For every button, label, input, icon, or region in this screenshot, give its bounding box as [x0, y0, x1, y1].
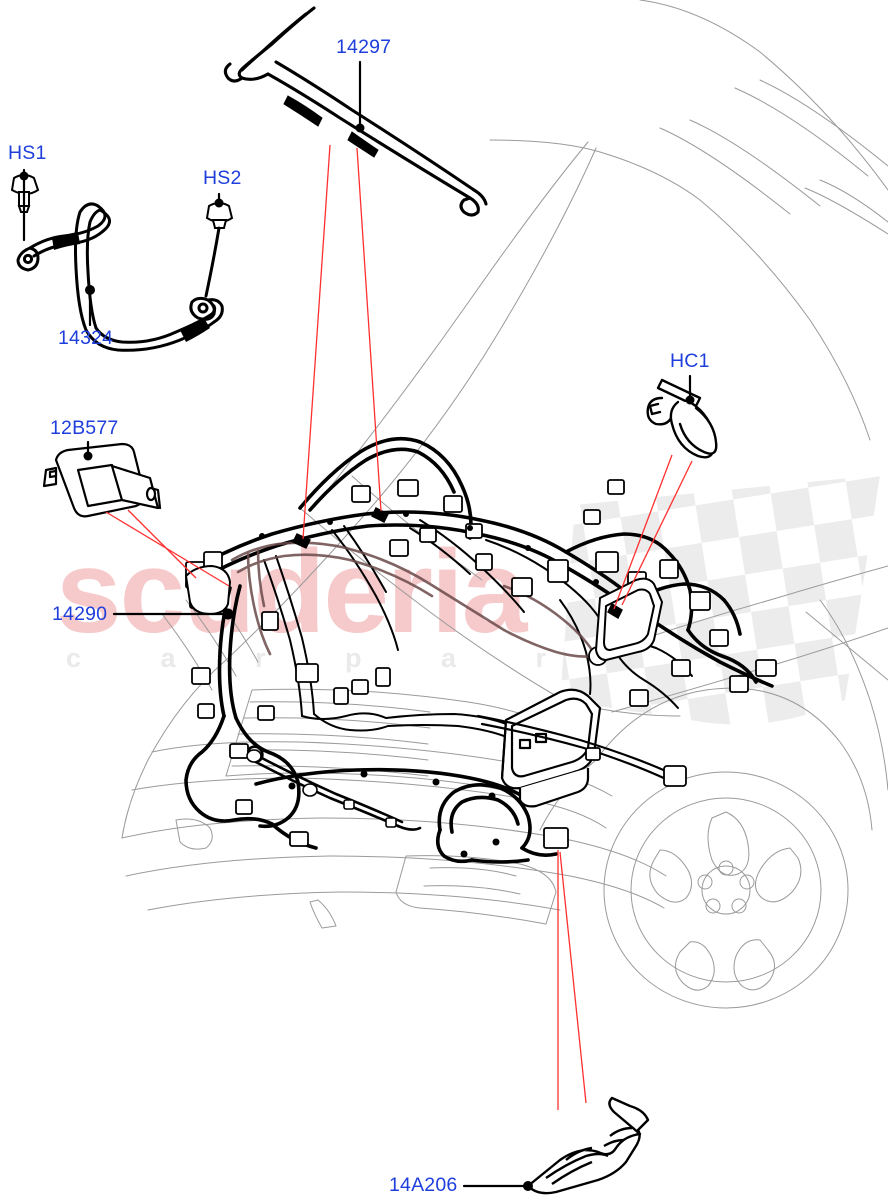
- part-HC1: [646, 378, 718, 459]
- leader-14A206-b: [559, 851, 587, 1104]
- leader-HC1-a: [613, 454, 673, 610]
- part-12B577: [42, 442, 162, 518]
- part-14324-sleeves: [52, 232, 210, 342]
- part-14A206: [526, 1096, 650, 1195]
- part-14A206-callout-dot: [523, 1181, 533, 1191]
- label-14290[interactable]: 14290: [52, 603, 108, 625]
- part-relay-block: [595, 577, 663, 661]
- part-right-branch-connector: [585, 747, 687, 787]
- part-HS2-bolt: [205, 202, 234, 229]
- part-14324-callout-dot: [85, 285, 95, 295]
- part-14290-clips: [222, 511, 599, 858]
- part-right-branch: [476, 714, 670, 782]
- part-14297-sleeves: [283, 95, 379, 158]
- label-14297[interactable]: 14297: [336, 36, 392, 58]
- label-HS2[interactable]: HS2: [203, 167, 242, 189]
- part-bumper-harness: [247, 745, 422, 831]
- part-HC1-callout-dot: [685, 395, 695, 405]
- part-washer-bottle: [185, 565, 231, 615]
- label-12B577[interactable]: 12B577: [50, 417, 119, 439]
- leader-14297-b: [356, 147, 382, 512]
- label-14324[interactable]: 14324: [58, 327, 114, 349]
- label-14A206[interactable]: 14A206: [389, 1174, 458, 1196]
- label-HS1[interactable]: HS1: [8, 142, 47, 164]
- part-bumper-clips: [246, 749, 397, 828]
- leader-12B577-b: [127, 509, 197, 579]
- label-HC1[interactable]: HC1: [670, 350, 710, 372]
- leader-HC1-b: [621, 460, 693, 606]
- part-12B577-callout-dot: [83, 451, 93, 461]
- part-14290-terminals: [292, 507, 623, 619]
- part-14297: [223, 6, 488, 217]
- part-14290-connectors: [185, 479, 777, 849]
- watermark-brand: scuderia: [56, 526, 527, 658]
- leader-14297-a: [302, 144, 331, 540]
